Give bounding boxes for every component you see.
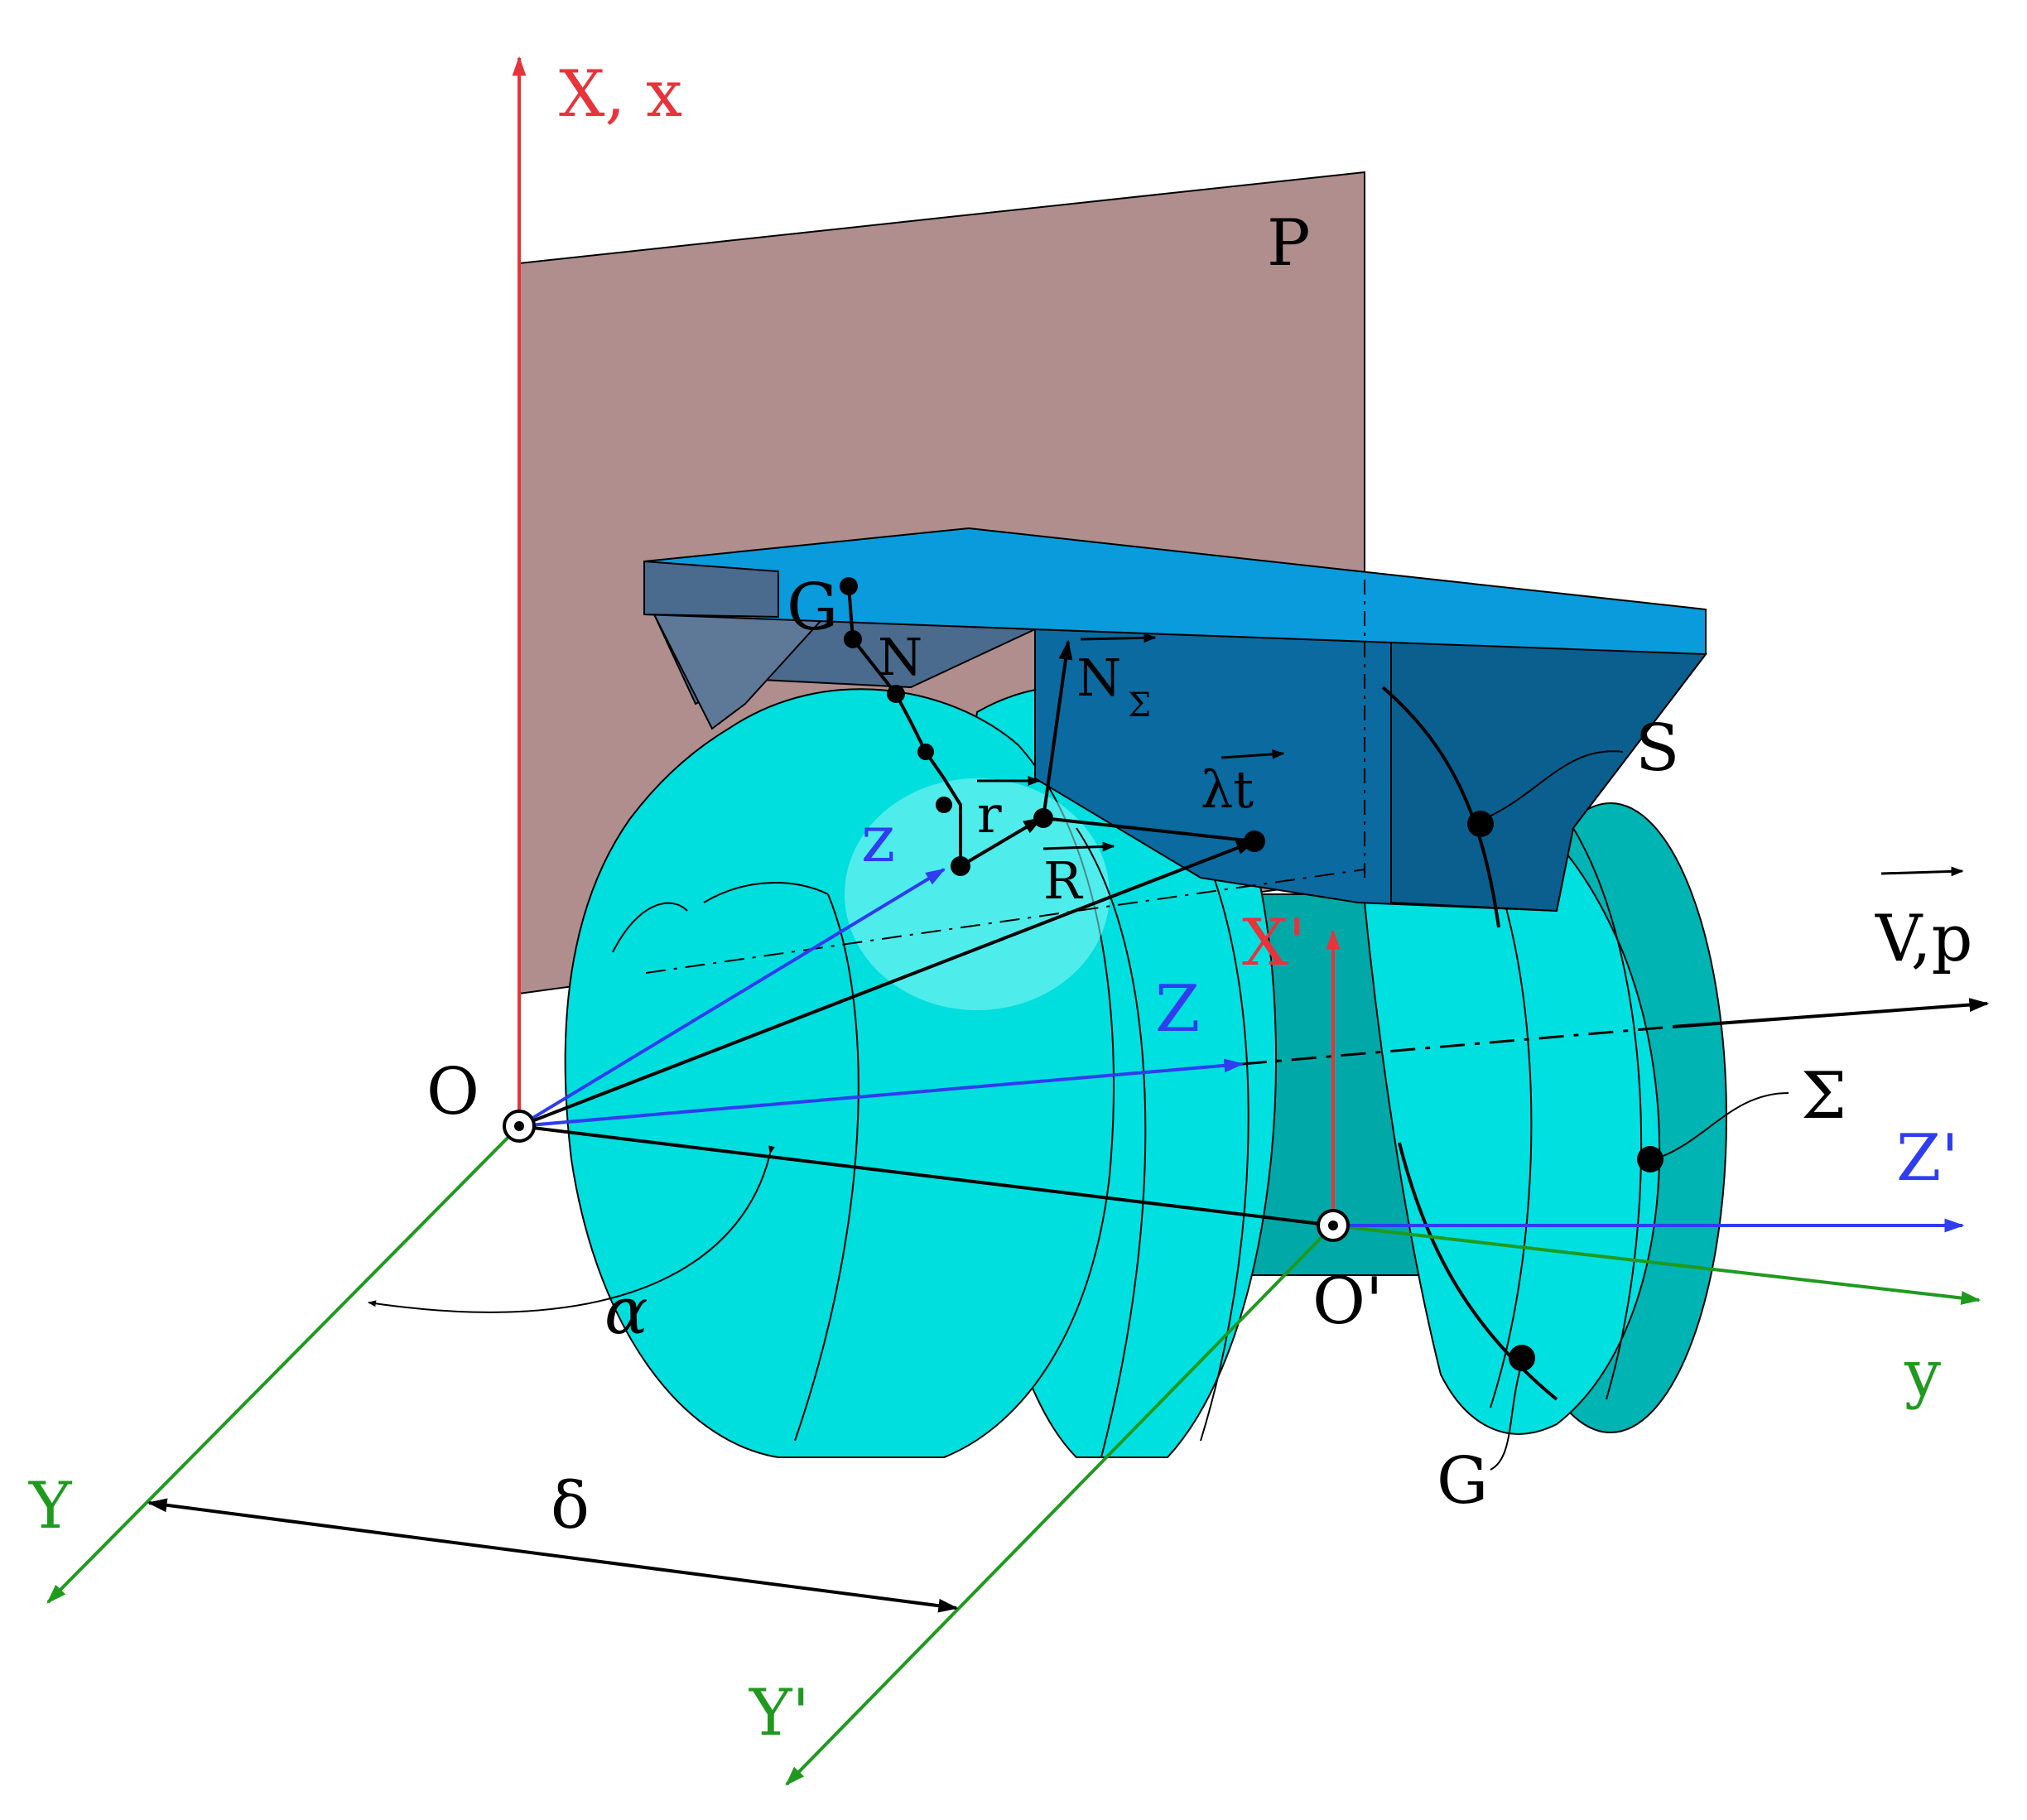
label-vector-v-p: V,p	[1875, 902, 1972, 976]
rack-tool	[643, 527, 1707, 912]
worm-highlight	[845, 778, 1110, 1010]
label-axis-y-prime: Y'	[749, 1676, 810, 1750]
vector-r-small	[959, 816, 1044, 868]
points	[840, 577, 1663, 1371]
leader-g-bottom	[1490, 1357, 1524, 1471]
label-point-n: N	[878, 627, 922, 687]
leader-sigma	[1654, 1092, 1789, 1160]
axis-centerline	[645, 869, 1365, 974]
label-plane-p: P	[1267, 206, 1310, 281]
label-axis-y: Y	[28, 1469, 73, 1543]
leader-s	[1481, 750, 1624, 821]
axis-y-line	[46, 1124, 521, 1604]
label-axis-z-small: z	[861, 802, 895, 877]
label-point-o-prime: O'	[1312, 1264, 1383, 1339]
label-axis-y-small: y	[1904, 1336, 1941, 1411]
label-distance-delta: δ	[551, 1469, 590, 1543]
label-vector-n-sub: Σ	[1128, 686, 1151, 725]
axis-y-prime-line	[785, 1224, 1335, 1786]
axis-z-small-line	[518, 868, 946, 1128]
label-curve-s: S	[1635, 711, 1679, 786]
label-vector-r: r	[977, 784, 1002, 845]
vector-n-sigma	[1042, 639, 1073, 819]
label-vector-n: N	[1076, 648, 1121, 708]
label-angle-alpha: α	[604, 1274, 648, 1349]
vector-o-to-o-prime	[518, 1124, 1334, 1227]
label-surface-sigma: Σ	[1801, 1059, 1846, 1134]
origin-o-prime-marker	[1317, 1209, 1350, 1242]
label-axis-z-prime: Z'	[1896, 1121, 1959, 1196]
vector-o-to-lambda	[518, 840, 1257, 1128]
vector-r-big	[1042, 816, 1255, 843]
worm-axis-dashdot	[1241, 1025, 1673, 1066]
axis-z-line	[518, 1058, 1245, 1128]
tool-top-left-face	[643, 560, 779, 619]
label-axis-z: Z	[1155, 972, 1200, 1047]
curve-gn	[847, 585, 962, 866]
vector-v-p	[1672, 998, 1990, 1028]
label-curve-g-bottom: G	[1437, 1444, 1488, 1519]
label-curve-g-top: G	[787, 571, 838, 645]
label-axis-x-prime: X'	[1242, 906, 1306, 980]
angle-alpha-arc	[368, 1145, 775, 1313]
curve-s	[1381, 686, 1500, 928]
label-vector-lambda-t: λt	[1201, 759, 1254, 820]
label-vector-R: R	[1043, 850, 1084, 911]
label-point-o: O	[426, 1055, 479, 1129]
label-axis-x-x: X, x	[559, 57, 682, 132]
dimension-delta	[147, 1498, 959, 1613]
origin-o-marker	[503, 1110, 536, 1143]
axis-y-small-line	[1332, 1224, 1981, 1305]
